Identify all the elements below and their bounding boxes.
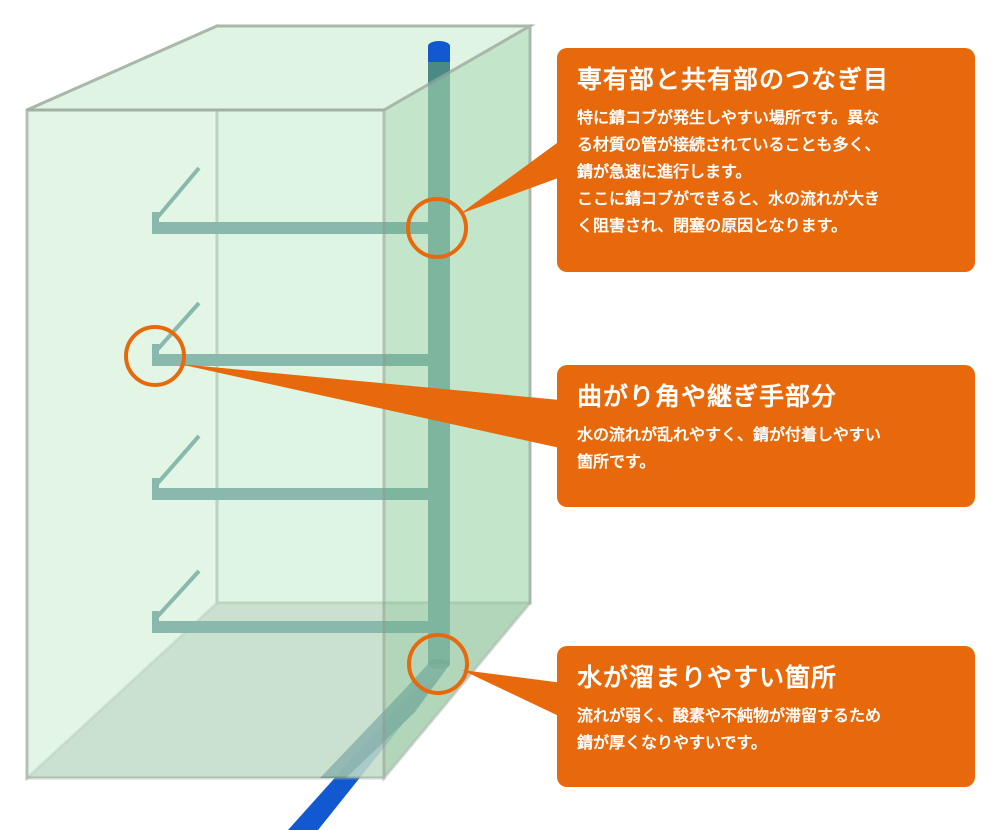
callout-junction-title: 専有部と共有部のつなぎ目 [577, 65, 890, 94]
stagnant-highlight-ring [407, 633, 469, 695]
callout-junction-line: く阻害され、閉塞の原因となります。 [577, 216, 848, 235]
callout-stagnant-title: 水が溜まりやすい箇所 [577, 663, 838, 692]
bend-highlight-ring [124, 325, 186, 387]
branch-pipe-1 [152, 166, 437, 234]
callout-2-pointer [179, 364, 560, 448]
callout-junction-line: 特に錆コブが発生しやすい場所です。異な [577, 108, 880, 127]
callout-junction-line: ここに錆コブができると、水の流れが大き [577, 189, 881, 208]
callout-stagnant-text: 流れが弱く、酸素や不純物が滞留するため 錆が厚くなりやすいです。 [577, 702, 957, 756]
callout-bend-text: 水の流れが乱れやすく、錆が付着しやすい 箇所です。 [577, 421, 957, 475]
branch-pipe-4 [152, 569, 437, 633]
building-front-face [25, 108, 386, 780]
callout-stagnant: 水が溜まりやすい箇所 流れが弱く、酸素や不純物が滞留するため 錆が厚くなりやすい… [557, 646, 975, 787]
callout-1-pointer [460, 132, 580, 214]
branch-pipe-3 [152, 434, 437, 500]
callout-3-pointer [462, 670, 563, 718]
callout-bend: 曲がり角や継ぎ手部分 水の流れが乱れやすく、錆が付着しやすい 箇所です。 [557, 365, 975, 507]
callout-stagnant-line: 錆が厚くなりやすいです。 [577, 733, 767, 752]
branch-pipe-2 [152, 301, 437, 366]
callout-bend-title: 曲がり角や継ぎ手部分 [577, 382, 838, 411]
callout-stagnant-line: 流れが弱く、酸素や不純物が滞留するため [577, 706, 882, 725]
callout-bend-line: 水の流れが乱れやすく、錆が付着しやすい [577, 425, 881, 444]
riser-pipe-cap [428, 46, 450, 62]
callout-bend-line: 箇所です。 [577, 452, 656, 471]
callout-junction: 専有部と共有部のつなぎ目 特に錆コブが発生しやすい場所です。異な る材質の管が接… [557, 48, 975, 272]
callout-junction-text: 特に錆コブが発生しやすい場所です。異な る材質の管が接続されていることも多く、 … [577, 104, 957, 239]
joint-highlight-ring [406, 197, 468, 259]
callout-junction-line: 錆が急速に進行します。 [577, 162, 752, 181]
callout-junction-line: る材質の管が接続されていることも多く、 [577, 135, 881, 154]
